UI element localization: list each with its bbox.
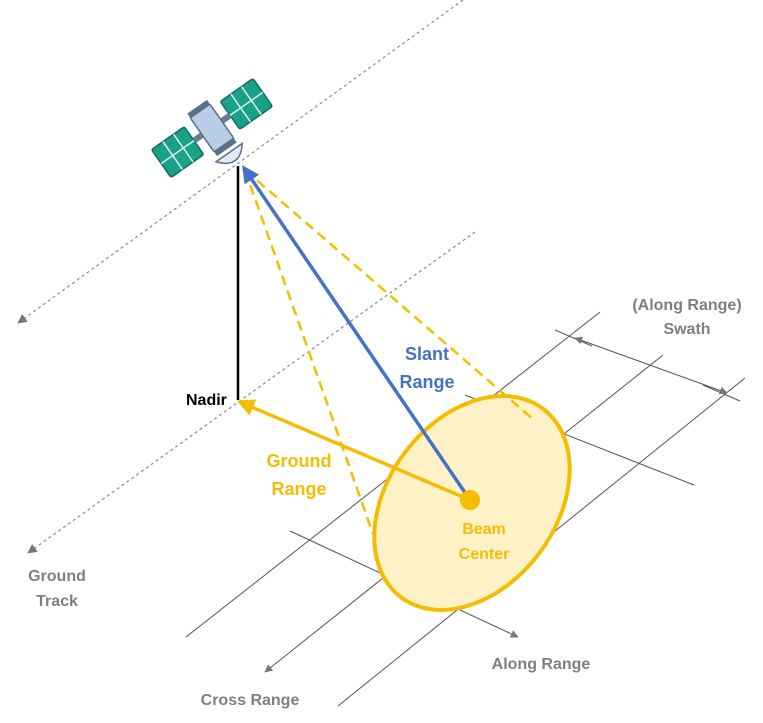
- swath-label-line1: (Along Range): [632, 297, 741, 314]
- ground-range-label-line2: Range: [271, 479, 326, 499]
- ground-range-label-line1: Ground: [267, 451, 332, 471]
- ground-range-arrow: [236, 399, 471, 502]
- nadir-label: Nadir: [186, 392, 227, 409]
- slant-range-label-line1: Slant: [405, 344, 449, 364]
- beam-center-label-line1: Beam: [462, 521, 506, 538]
- beam-center-dot: [460, 490, 480, 510]
- slant-range-arrow: [242, 165, 472, 501]
- swath-label-line2: Swath: [663, 321, 710, 338]
- ground-track-label-line2: Track: [36, 593, 78, 610]
- ground-track-label-line1: Ground: [28, 568, 86, 585]
- beam-edge-left: [243, 169, 375, 535]
- along-range-label: Along Range: [492, 656, 591, 673]
- beam-center-label-line2: Center: [459, 546, 510, 563]
- cross-range-label: Cross Range: [201, 692, 300, 709]
- slant-range-label-line2: Range: [399, 372, 454, 392]
- orbit-track-line: [17, 0, 464, 324]
- satellite-icon: [151, 78, 273, 178]
- ground-track-line: [27, 231, 476, 554]
- swath-ext-right: [702, 384, 741, 402]
- swath-arrow: [574, 336, 728, 395]
